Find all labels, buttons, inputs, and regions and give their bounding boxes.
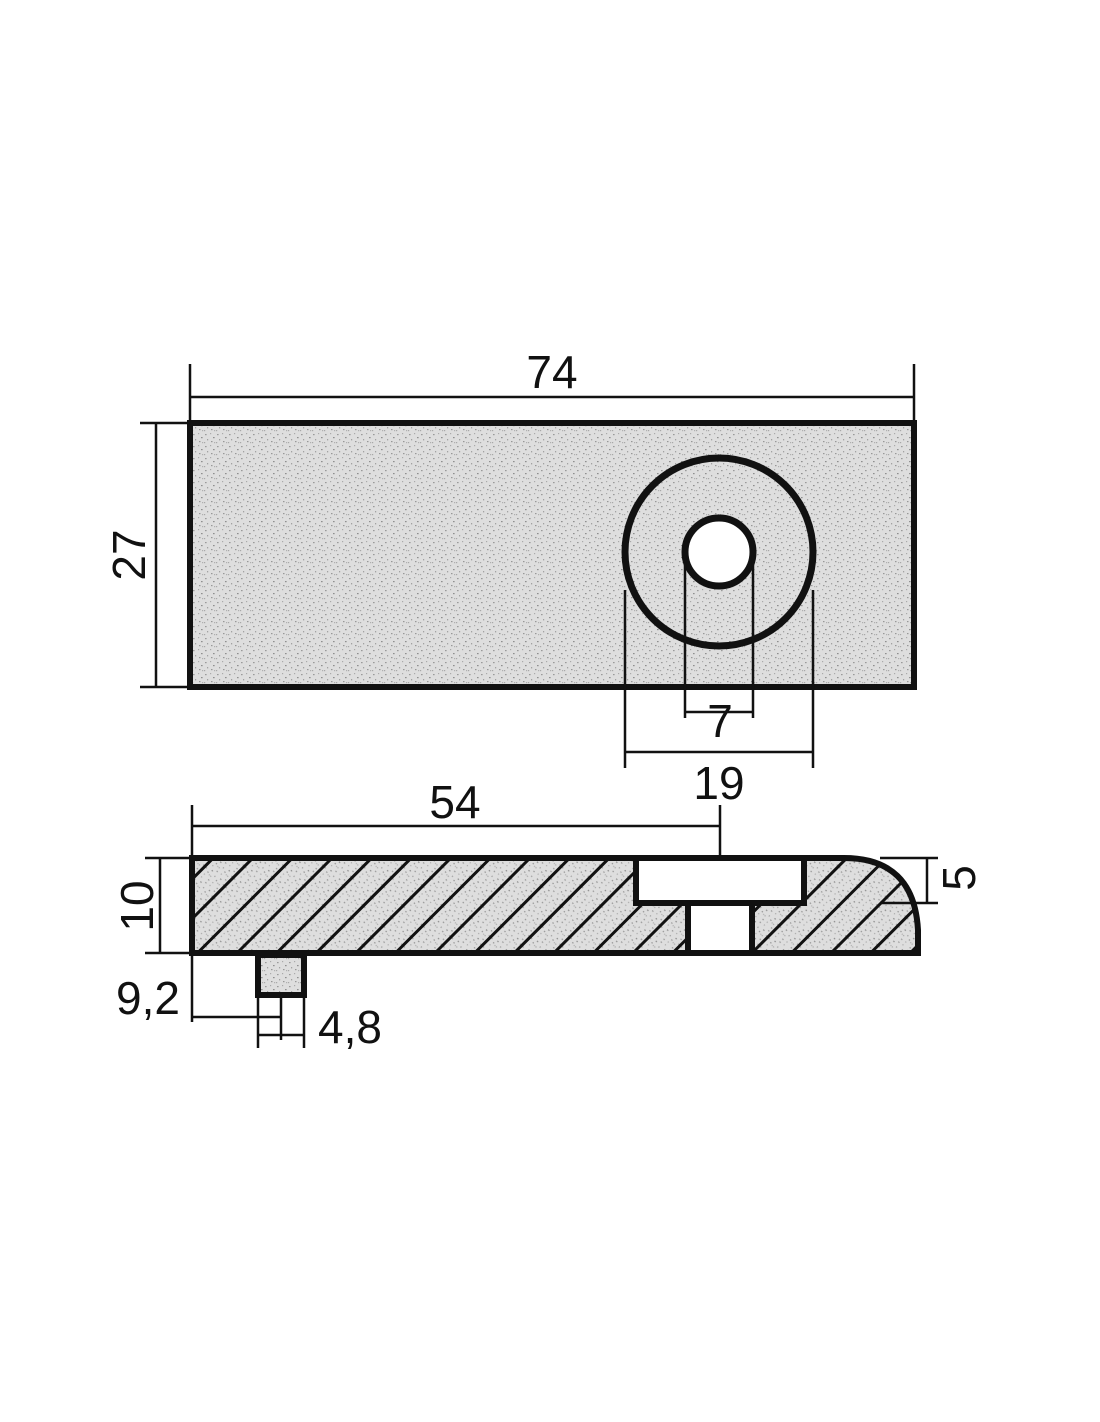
plate-top-face [187,420,917,690]
height-label: 10 [111,880,163,931]
dimension-stud-width: 4,8 [256,997,382,1053]
side-view: 54 10 5 9,2 4,8 [111,776,985,1053]
stud-width-label: 4,8 [318,1001,382,1053]
dimension-hole-inner: 7 [683,555,755,747]
dimension-height: 10 [111,856,190,955]
stud-position-label: 9,2 [116,972,180,1024]
hole-through [681,514,757,590]
hole-outer-label: 19 [693,757,744,809]
section-body [189,855,921,956]
hole-position-label: 54 [429,776,480,828]
section-counterbore [633,855,807,906]
dimension-width: 27 [103,421,188,689]
length-label: 74 [526,346,577,398]
hole-counterbore [621,454,817,650]
width-label: 27 [103,529,155,580]
dimension-length: 74 [188,346,916,420]
section-through-hole [685,900,755,956]
section-stud [255,952,307,998]
top-view: 74 27 7 19 [103,346,917,809]
dimension-stud-position: 9,2 [116,955,283,1040]
dimension-hole-position: 54 [190,776,722,855]
hole-inner-label: 7 [707,695,733,747]
dimension-step: 5 [880,856,985,905]
step-label: 5 [933,865,985,891]
dimension-hole-outer: 19 [623,590,815,809]
